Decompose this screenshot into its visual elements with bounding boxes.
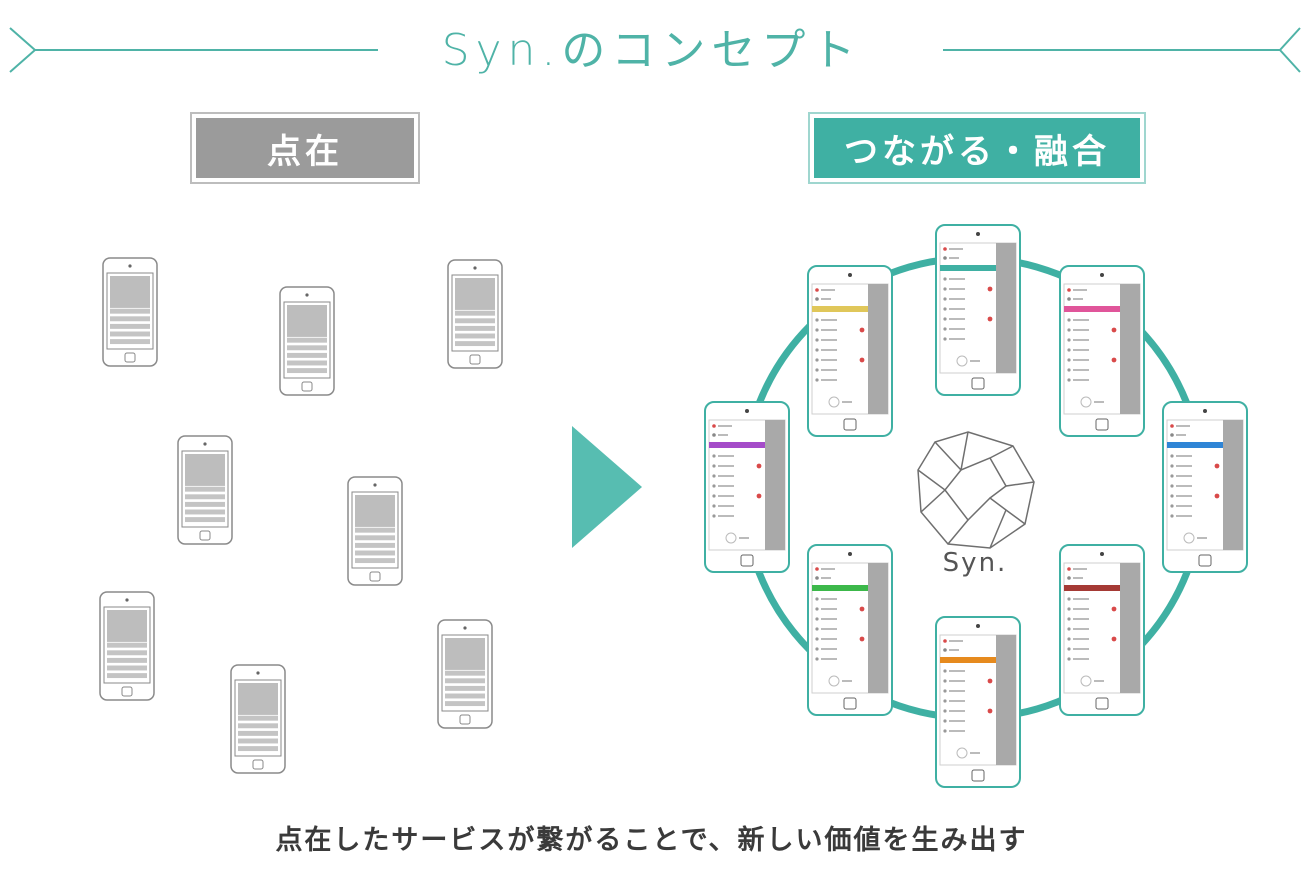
- label-scattered-text: 点在: [196, 118, 414, 178]
- connected-phone-icon: [807, 544, 893, 716]
- arrow-right-icon: [572, 426, 642, 548]
- connected-phone-icon: [807, 265, 893, 437]
- title-right-chevron: [1278, 27, 1301, 73]
- bottom-caption: 点在したサービスが繋がることで、新しい価値を生み出す: [275, 825, 1028, 856]
- label-connected-text: つながる・融合: [814, 118, 1140, 178]
- label-scattered: 点在: [190, 112, 420, 184]
- connected-phone-icon: [1059, 265, 1145, 437]
- connected-phone-icon: [935, 616, 1021, 788]
- scattered-phone-icon: [99, 591, 155, 701]
- scattered-phone-icon: [177, 435, 233, 545]
- scattered-phone-icon: [230, 664, 286, 774]
- scattered-phone-icon: [347, 476, 403, 586]
- syn-logo-text: Syn.: [942, 548, 1008, 578]
- scattered-phone-icon: [279, 286, 335, 396]
- page-title: Syn.のコンセプト: [441, 25, 862, 76]
- connected-phone-icon: [935, 224, 1021, 396]
- connected-phone-icon: [704, 401, 790, 573]
- connected-phone-icon: [1162, 401, 1248, 573]
- scattered-phone-icon: [102, 257, 158, 367]
- scattered-phone-icon: [437, 619, 493, 729]
- scattered-phone-icon: [447, 259, 503, 369]
- connected-phones: [704, 224, 1248, 788]
- label-connected: つながる・融合: [808, 112, 1146, 184]
- scattered-phones: [99, 257, 503, 774]
- connected-phone-icon: [1059, 544, 1145, 716]
- title-decoration: [9, 27, 1301, 73]
- syn-logo-icon: [917, 431, 1035, 549]
